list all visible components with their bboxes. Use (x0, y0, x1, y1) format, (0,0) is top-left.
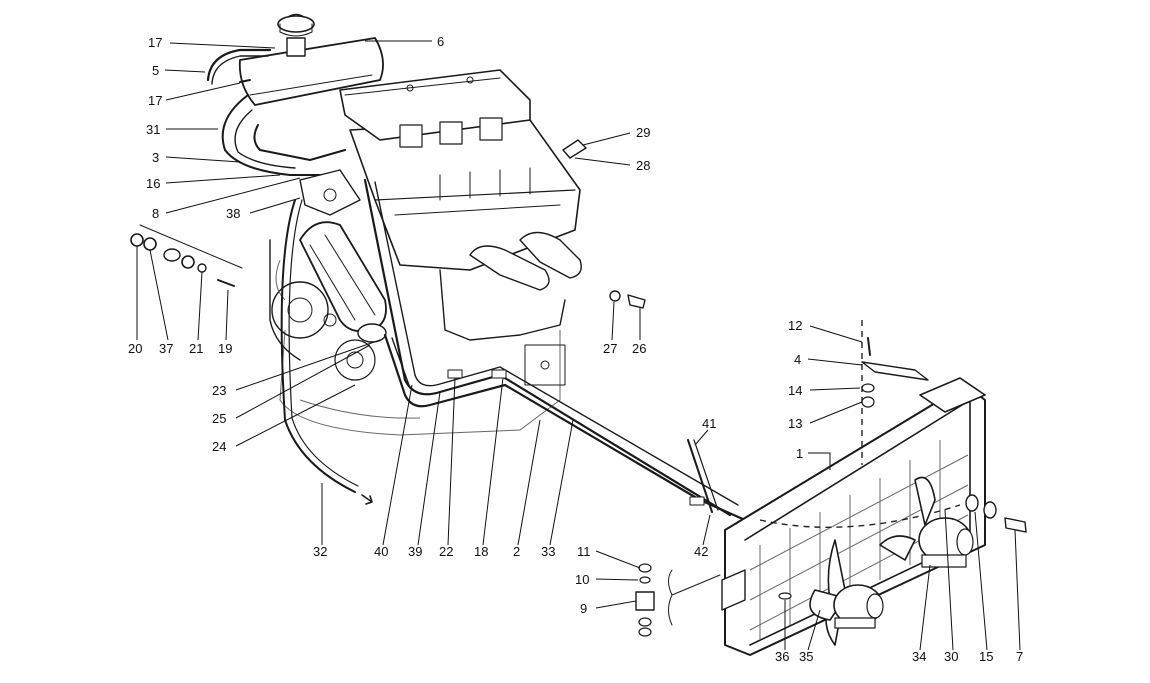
hardware-parts (130, 139, 1027, 637)
callout-34: 34 (912, 649, 926, 664)
callout-7: 7 (1016, 649, 1023, 664)
callout-13: 13 (788, 416, 802, 431)
callout-16: 16 (146, 176, 160, 191)
callout-14: 14 (788, 383, 802, 398)
callout-26: 26 (632, 341, 646, 356)
callout-32: 32 (313, 544, 327, 559)
callout-42: 42 (694, 544, 708, 559)
callout-12: 12 (788, 318, 802, 333)
callout-labels: 17 6 5 17 31 3 16 8 38 29 28 20 37 21 19… (128, 34, 1023, 664)
cooling-fan-right (879, 476, 974, 568)
callout-21: 21 (189, 341, 203, 356)
callout-1: 1 (796, 446, 803, 461)
callout-39: 39 (408, 544, 422, 559)
callout-11: 11 (577, 544, 591, 559)
callout-10: 10 (575, 572, 589, 587)
oil-filter-assembly (299, 169, 387, 343)
callout-19: 19 (218, 341, 232, 356)
callout-18: 18 (474, 544, 488, 559)
callout-3: 3 (152, 150, 159, 165)
callout-20: 20 (128, 341, 142, 356)
engine-block (269, 69, 582, 436)
callout-29: 29 (636, 125, 650, 140)
callout-33: 33 (541, 544, 555, 559)
callout-6: 6 (437, 34, 444, 49)
callout-27: 27 (603, 341, 617, 356)
callout-41: 41 (702, 416, 716, 431)
callout-5: 5 (152, 63, 159, 78)
leader-lines (136, 40, 1021, 651)
callout-36: 36 (775, 649, 789, 664)
callout-30: 30 (944, 649, 958, 664)
callout-40: 40 (374, 544, 388, 559)
expansion-tank (238, 13, 384, 106)
callout-4: 4 (794, 352, 801, 367)
callout-38: 38 (226, 206, 240, 221)
upper-hoses (206, 48, 346, 176)
callout-23: 23 (212, 383, 226, 398)
callout-24: 24 (212, 439, 226, 454)
callout-17a: 17 (148, 35, 162, 50)
callout-28: 28 (636, 158, 650, 173)
callout-35: 35 (799, 649, 813, 664)
callout-9: 9 (580, 601, 587, 616)
callout-8: 8 (152, 206, 159, 221)
callout-37: 37 (159, 341, 173, 356)
callout-15: 15 (979, 649, 993, 664)
callout-17b: 17 (148, 93, 162, 108)
callout-31: 31 (146, 122, 160, 137)
callout-2: 2 (513, 544, 520, 559)
callout-25: 25 (212, 411, 226, 426)
callout-22: 22 (439, 544, 453, 559)
